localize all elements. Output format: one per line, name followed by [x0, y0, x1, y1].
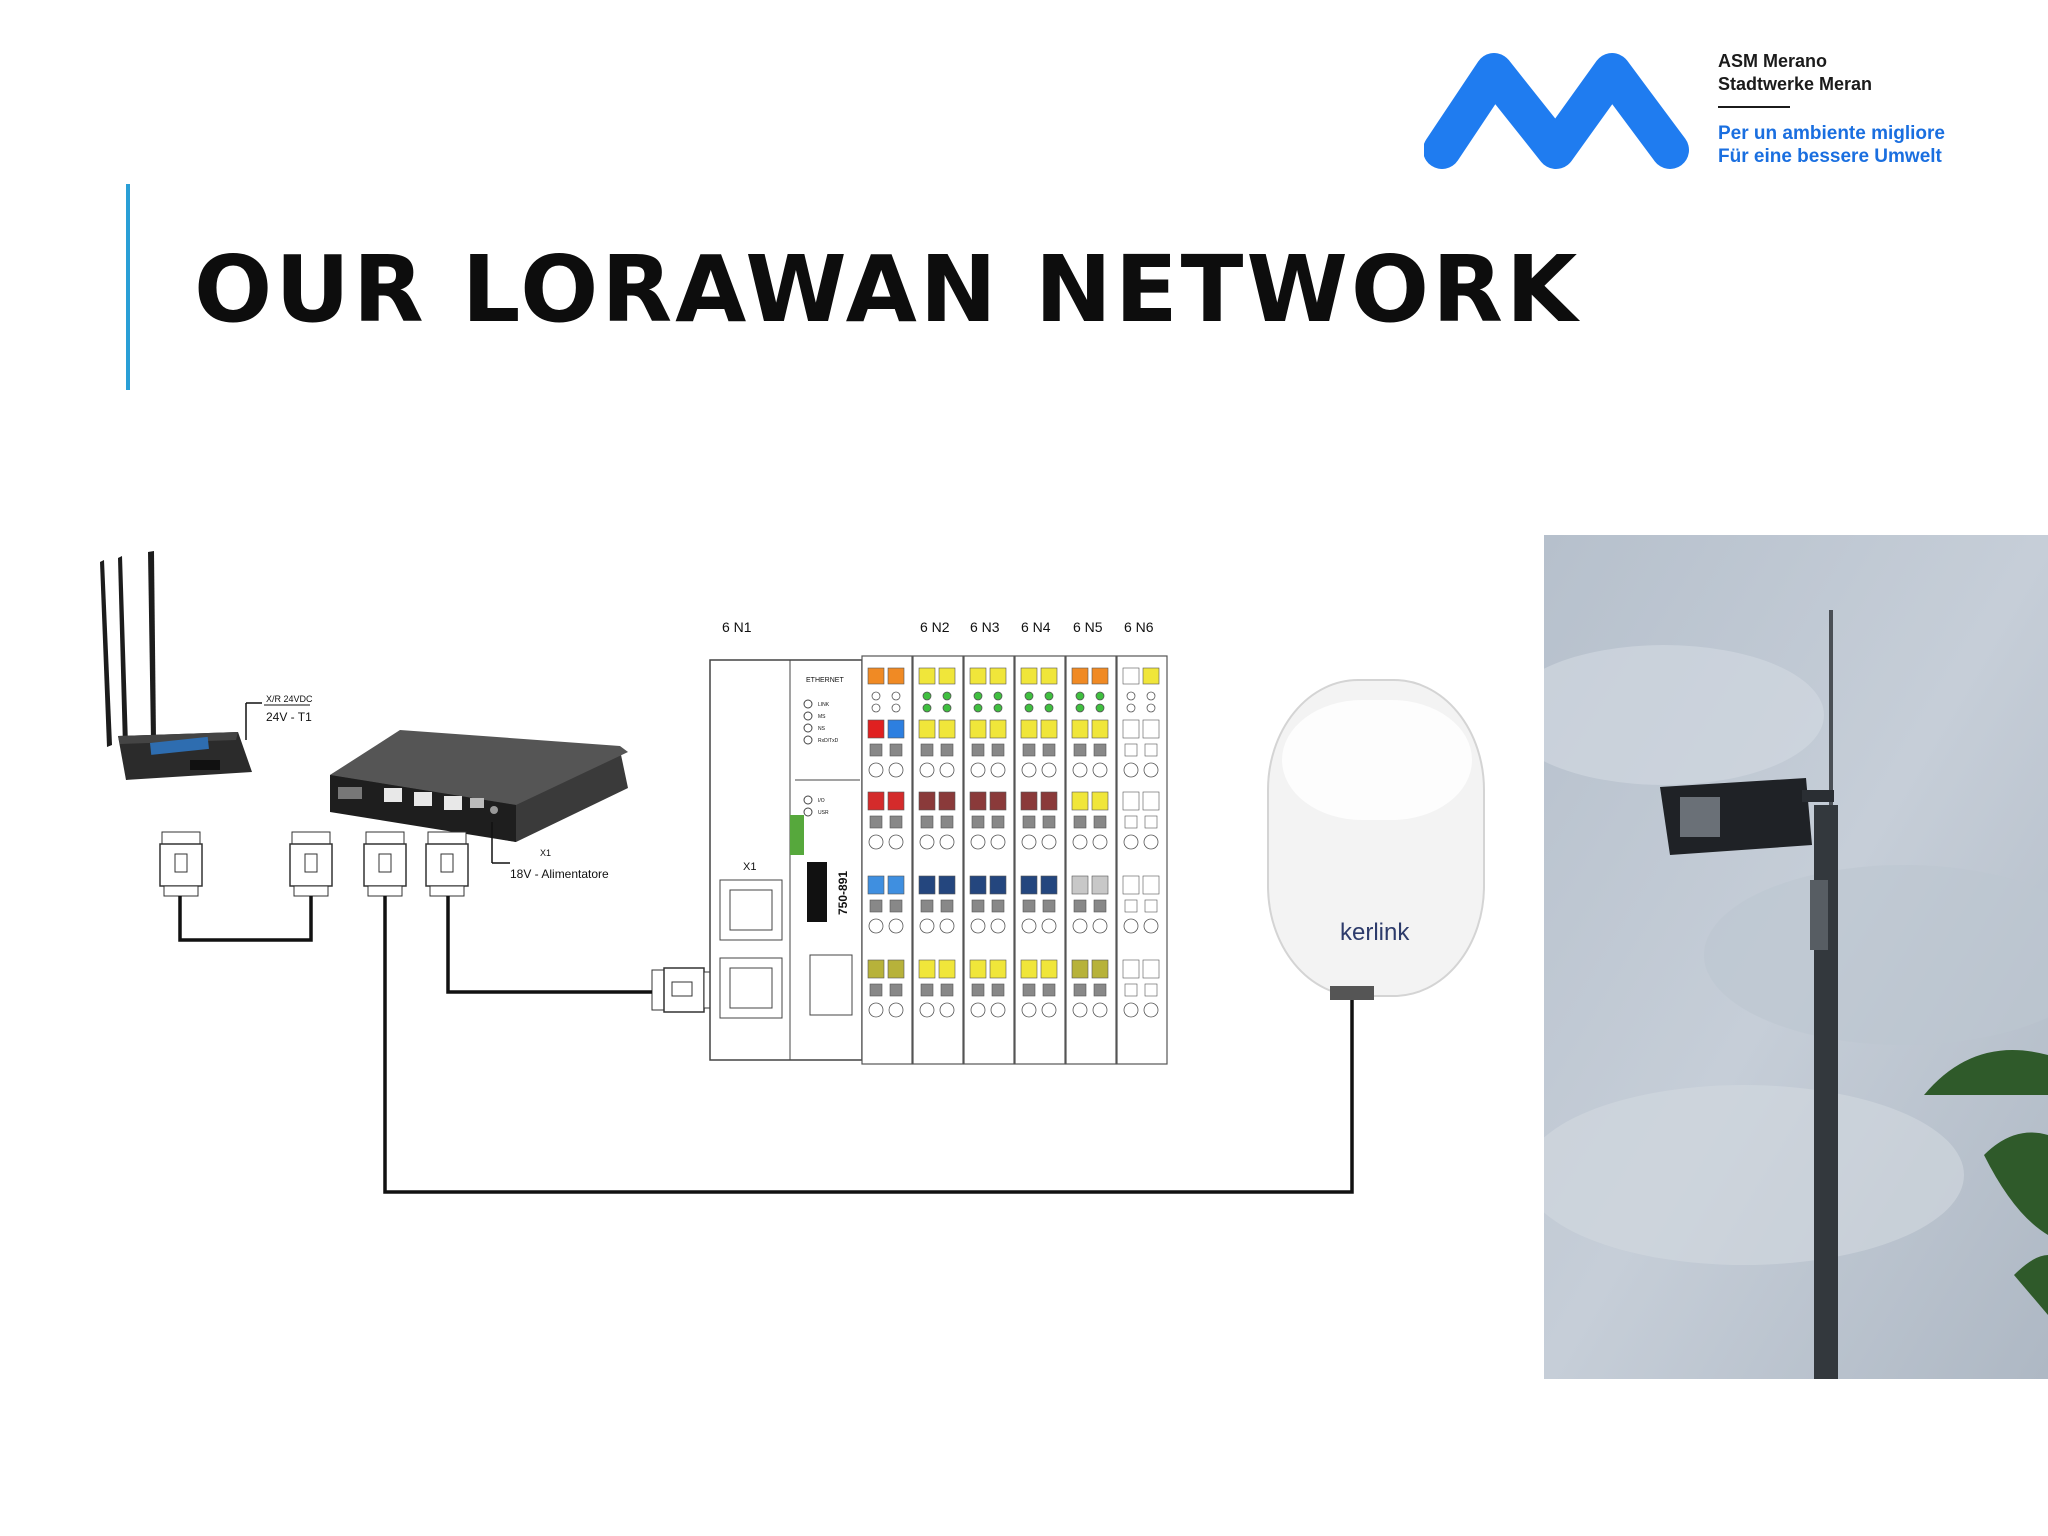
plc-model-label: 750-891: [836, 871, 850, 915]
rj45-connector: [651, 967, 713, 1013]
plc-controller: 6 N1 6 N2 6 N3 6 N4 6 N5 6 N6 X1 ETHERNE…: [709, 619, 1168, 1065]
rj45-connector: [363, 831, 407, 897]
plc-led-label: NS: [818, 726, 826, 732]
gateway-brand-label: kerlink: [1340, 919, 1410, 946]
plc-module-label: 6 N4: [1021, 619, 1051, 635]
company-logo: ASM Merano Stadtwerke Meran Per un ambie…: [1424, 46, 1984, 176]
slide-title: OUR LORAWAN NETWORK: [194, 236, 1581, 343]
pc-power-callout: X1 18V - Alimentatore: [491, 822, 609, 881]
plc-led-label: MS: [818, 714, 826, 720]
tagline-de: Für eine bessere Umwelt: [1718, 146, 1942, 167]
io-terminal-module: [1116, 655, 1168, 1065]
io-terminal-module: [963, 655, 1015, 1065]
pc-power-tag: X1: [540, 848, 551, 858]
network-cables: [178, 896, 1354, 1194]
asm-logo-mark: [1424, 53, 1689, 169]
io-terminal-module: [1065, 655, 1117, 1065]
rj45-connector: [425, 831, 469, 897]
network-diagram: X/R 24VDC 24V - T1 X1 18V - Alimentatore: [100, 551, 1485, 1194]
pc-power-label: 18V - Alimentatore: [510, 867, 609, 881]
rj45-connector: [289, 831, 333, 897]
plc-io-label: USR: [818, 810, 829, 816]
rj45-connector: [159, 831, 203, 897]
plc-ethernet-label: ETHERNET: [806, 677, 844, 684]
tagline-it: Per un ambiente migliore: [1718, 123, 1945, 144]
antenna-pole-photo: [1544, 535, 2048, 1379]
plc-led-label: LINK: [818, 702, 830, 708]
router-power-label: 24V - T1: [266, 710, 312, 724]
title-accent-bar: [126, 184, 130, 390]
plc-module-label: 6 N3: [970, 619, 1000, 635]
plc-io-label: I/O: [818, 798, 825, 804]
io-terminal-module: [912, 655, 964, 1065]
router-power-callout: X/R 24VDC 24V - T1: [245, 694, 313, 740]
plc-led-label: RxD/TxD: [818, 738, 839, 744]
lte-router: [100, 551, 252, 780]
mini-pc: [330, 730, 628, 842]
router-power-tag: X/R 24VDC: [266, 694, 313, 704]
plc-module-label: 6 N2: [920, 619, 950, 635]
plc-port-label: X1: [743, 861, 756, 873]
plc-module-label: 6 N1: [722, 619, 752, 635]
plc-module-label: 6 N6: [1124, 619, 1154, 635]
io-terminal-module: [861, 655, 913, 1065]
io-terminal-module: [1014, 655, 1066, 1065]
company-name-de: Stadtwerke Meran: [1718, 74, 1873, 94]
kerlink-gateway: kerlink: [1267, 679, 1485, 1000]
logo-divider: [1718, 106, 1790, 108]
company-name-it: ASM Merano: [1718, 51, 1828, 71]
plc-module-label: 6 N5: [1073, 619, 1103, 635]
